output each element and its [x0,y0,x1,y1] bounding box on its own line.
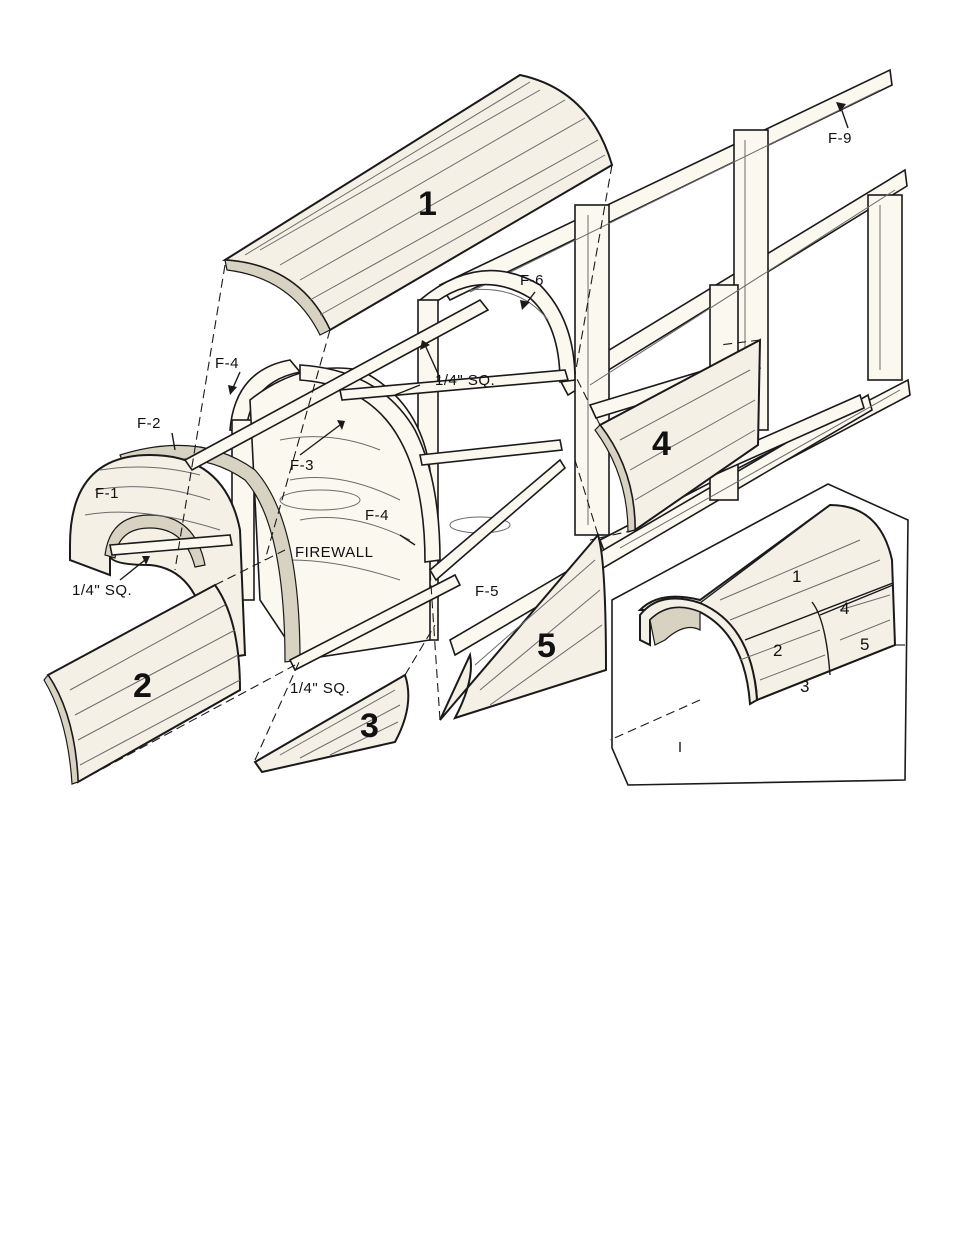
assembly-guide-lines [77,164,761,783]
label-f3: F-3 [290,457,314,474]
part-number-1: 1 [418,185,437,223]
inset-label-1: 1 [792,567,801,586]
label-f4-mid: F-4 [365,507,389,524]
label-f4-top: F-4 [215,355,239,372]
label-sq-bottom: 1/4" SQ. [290,680,350,697]
assembled-view-inset [609,483,909,786]
part-number-3: 3 [360,707,379,745]
sheet-2 [43,583,242,785]
former-f4-front [299,364,441,563]
part-number-4: 4 [652,425,671,463]
label-sq-left: 1/4" SQ. [72,582,132,599]
inset-label-3: 3 [800,677,809,696]
label-f5: F-5 [475,583,499,600]
label-f2: F-2 [137,415,161,432]
label-firewall: FIREWALL [295,544,373,561]
label-f1: F-1 [95,485,119,502]
sheet-5 [439,532,608,721]
inset-label-4: 4 [840,599,849,618]
label-sq-top: 1/4" SQ. [435,372,495,389]
leader-lines [119,102,849,581]
sheet-3 [253,673,410,774]
sheet-4 [594,338,762,533]
label-f9: F-9 [828,130,852,147]
label-f6: F-6 [520,272,544,289]
part-number-2: 2 [133,667,152,705]
inset-label-2: 2 [773,641,782,660]
part-number-5: 5 [537,627,556,665]
stringers [109,298,570,672]
inset-label-5: 5 [860,635,869,654]
